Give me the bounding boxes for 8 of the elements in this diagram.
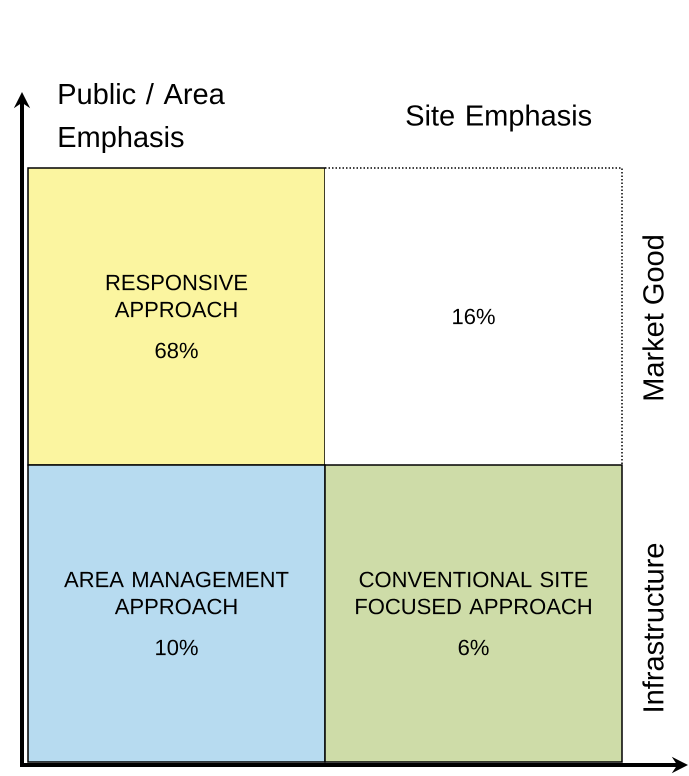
quadrant-box: RESPONSIVE APPROACH 68%: [27, 167, 326, 466]
axis-label: Infrastructure: [642, 544, 664, 711]
node-label: 16%: [453, 308, 495, 324]
axis-label: Site Emphasis: [406, 104, 592, 132]
quadrant-box: AREA MANAGEMENT APPROACH 10%: [27, 464, 326, 763]
axis-label: Market Good: [642, 236, 664, 400]
quadrant-box: 16%: [325, 167, 623, 465]
quadrant-box: CONVENTIONAL SITE FOCUSED APPROACH 6%: [324, 464, 623, 763]
